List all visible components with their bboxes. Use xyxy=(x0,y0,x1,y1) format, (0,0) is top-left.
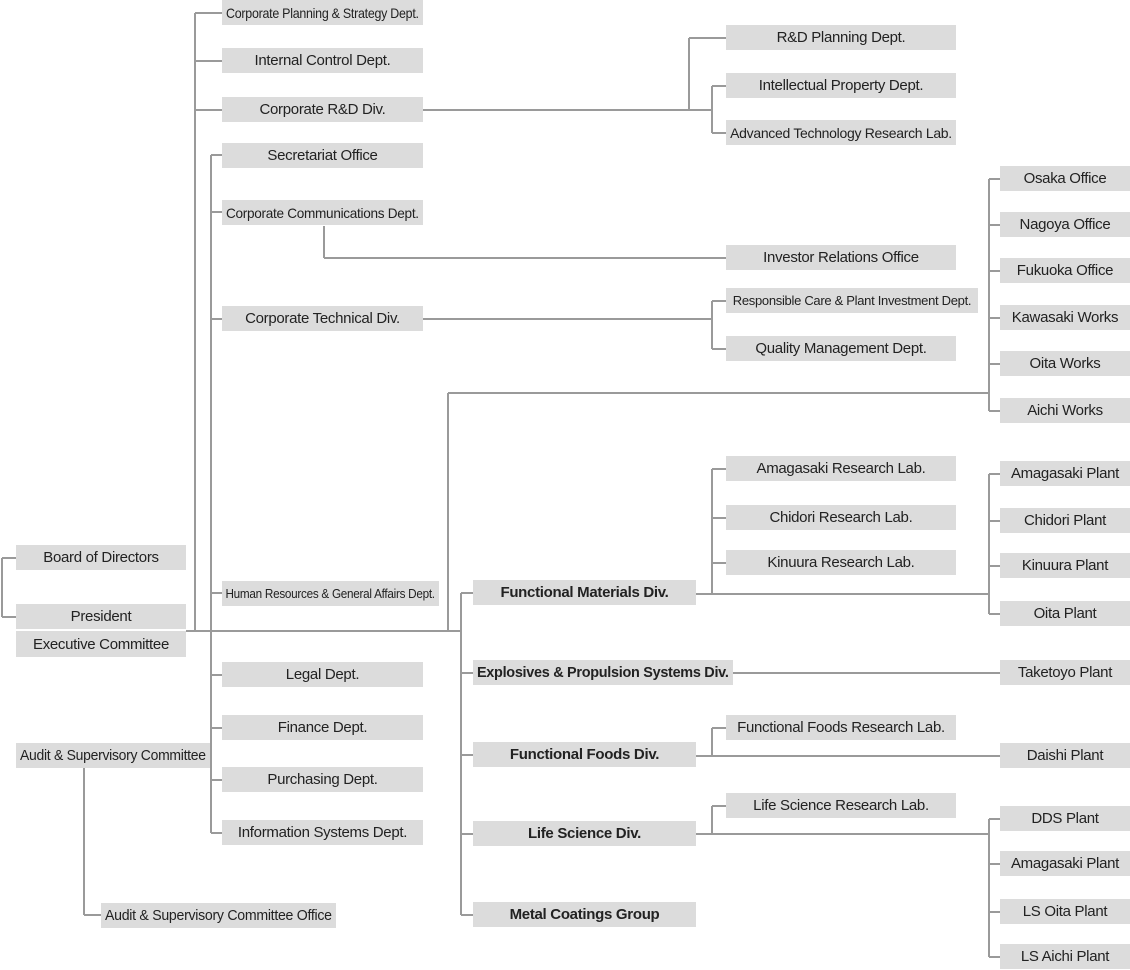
internal-control-label: Internal Control Dept. xyxy=(254,52,391,69)
plant-label: LS Aichi Plant xyxy=(1020,948,1110,965)
office-label: Osaka Office xyxy=(1023,170,1107,187)
daishi-plant-label: Daishi Plant xyxy=(1026,747,1104,764)
human-resources-label: Human Resources & General Affairs Dept. xyxy=(225,586,436,601)
explosives-div-label: Explosives & Propulsion Systems Div. xyxy=(477,664,729,681)
functional-foods-lab-label: Functional Foods Research Lab. xyxy=(737,719,945,736)
life-science-div-label: Life Science Div. xyxy=(527,825,641,842)
functional-foods-lab-box: Functional Foods Research Lab. xyxy=(726,715,956,740)
daishi-plant-box: Daishi Plant xyxy=(1000,743,1130,768)
plant-box: LS Oita Plant xyxy=(1000,899,1130,924)
rnd-planning-label: R&D Planning Dept. xyxy=(776,29,906,46)
plant-box: DDS Plant xyxy=(1000,806,1130,831)
office-box: Nagoya Office xyxy=(1000,212,1130,237)
plant-label: Amagasaki Plant xyxy=(1010,855,1120,872)
audit-committee-label: Audit & Supervisory Committee xyxy=(20,747,206,764)
corporate-technical-div-label: Corporate Technical Div. xyxy=(245,310,400,327)
human-resources-box: Human Resources & General Affairs Dept. xyxy=(222,581,439,606)
advanced-technology-lab-label: Advanced Technology Research Lab. xyxy=(730,124,952,141)
research-lab-box: Kinuura Research Lab. xyxy=(726,550,956,575)
explosives-div-box: Explosives & Propulsion Systems Div. xyxy=(473,660,733,685)
office-box: Osaka Office xyxy=(1000,166,1130,191)
audit-office-box: Audit & Supervisory Committee Office xyxy=(101,903,336,928)
plant-box: Amagasaki Plant xyxy=(1000,461,1130,486)
functional-materials-div-label: Functional Materials Div. xyxy=(500,584,669,601)
investor-relations-label: Investor Relations Office xyxy=(763,249,919,266)
information-systems-box: Information Systems Dept. xyxy=(222,820,423,845)
investor-relations-box: Investor Relations Office xyxy=(726,245,956,270)
functional-foods-div-label: Functional Foods Div. xyxy=(509,746,660,763)
research-lab-label: Amagasaki Research Lab. xyxy=(756,460,926,477)
works-label: Oita Works xyxy=(1029,355,1101,372)
purchasing-dept-box: Purchasing Dept. xyxy=(222,767,423,792)
quality-management-box: Quality Management Dept. xyxy=(726,336,956,361)
corporate-communications-label: Corporate Communications Dept. xyxy=(226,204,419,221)
life-science-div-box: Life Science Div. xyxy=(473,821,696,846)
functional-materials-div-box: Functional Materials Div. xyxy=(473,580,696,605)
corporate-rnd-div-label: Corporate R&D Div. xyxy=(259,101,386,118)
corporate-communications-box: Corporate Communications Dept. xyxy=(222,200,423,225)
plant-box: Amagasaki Plant xyxy=(1000,851,1130,876)
internal-control-box: Internal Control Dept. xyxy=(222,48,423,73)
intellectual-property-box: Intellectual Property Dept. xyxy=(726,73,956,98)
works-box: Oita Works xyxy=(1000,351,1130,376)
finance-dept-box: Finance Dept. xyxy=(222,715,423,740)
office-box: Fukuoka Office xyxy=(1000,258,1130,283)
plant-label: Amagasaki Plant xyxy=(1010,465,1120,482)
taketoyo-plant-box: Taketoyo Plant xyxy=(1000,660,1130,685)
information-systems-label: Information Systems Dept. xyxy=(237,824,408,841)
life-science-lab-label: Life Science Research Lab. xyxy=(753,797,929,814)
plant-box: LS Aichi Plant xyxy=(1000,944,1130,969)
legal-dept-label: Legal Dept. xyxy=(285,666,360,683)
quality-management-label: Quality Management Dept. xyxy=(755,340,927,357)
responsible-care-label: Responsible Care & Plant Investment Dept… xyxy=(732,293,972,308)
plant-box: Chidori Plant xyxy=(1000,508,1130,533)
rnd-planning-box: R&D Planning Dept. xyxy=(726,25,956,50)
purchasing-dept-label: Purchasing Dept. xyxy=(267,771,378,788)
audit-office-label: Audit & Supervisory Committee Office xyxy=(105,907,332,924)
plant-box: Kinuura Plant xyxy=(1000,553,1130,578)
board-of-directors-box: Board of Directors xyxy=(16,545,186,570)
president-label: President xyxy=(70,608,132,625)
plant-label: Chidori Plant xyxy=(1024,512,1106,529)
works-label: Kawasaki Works xyxy=(1011,309,1119,326)
works-label: Aichi Works xyxy=(1027,402,1103,419)
taketoyo-plant-label: Taketoyo Plant xyxy=(1017,664,1113,681)
plant-box: Oita Plant xyxy=(1000,601,1130,626)
audit-committee-box: Audit & Supervisory Committee xyxy=(16,743,210,768)
research-lab-label: Kinuura Research Lab. xyxy=(767,554,915,571)
intellectual-property-label: Intellectual Property Dept. xyxy=(758,77,924,94)
finance-dept-label: Finance Dept. xyxy=(277,719,368,736)
research-lab-box: Chidori Research Lab. xyxy=(726,505,956,530)
corporate-technical-div-box: Corporate Technical Div. xyxy=(222,306,423,331)
works-box: Kawasaki Works xyxy=(1000,305,1130,330)
corporate-rnd-div-box: Corporate R&D Div. xyxy=(222,97,423,122)
corporate-planning-label: Corporate Planning & Strategy Dept. xyxy=(226,4,419,21)
functional-foods-div-box: Functional Foods Div. xyxy=(473,742,696,767)
executive-committee-label: Executive Committee xyxy=(32,635,170,653)
advanced-technology-lab-box: Advanced Technology Research Lab. xyxy=(726,120,956,145)
life-science-lab-box: Life Science Research Lab. xyxy=(726,793,956,818)
president-box: President xyxy=(16,604,186,629)
metal-coatings-group-box: Metal Coatings Group xyxy=(473,902,696,927)
board-label: Board of Directors xyxy=(43,549,159,566)
secretariat-office-box: Secretariat Office xyxy=(222,143,423,168)
office-label: Nagoya Office xyxy=(1019,216,1111,233)
plant-label: Kinuura Plant xyxy=(1021,557,1109,574)
office-label: Fukuoka Office xyxy=(1016,262,1114,279)
research-lab-label: Chidori Research Lab. xyxy=(769,509,913,526)
plant-label: LS Oita Plant xyxy=(1022,903,1108,920)
corporate-planning-box: Corporate Planning & Strategy Dept. xyxy=(222,0,423,25)
research-lab-box: Amagasaki Research Lab. xyxy=(726,456,956,481)
plant-label: DDS Plant xyxy=(1031,810,1099,827)
plant-label: Oita Plant xyxy=(1033,605,1097,622)
works-box: Aichi Works xyxy=(1000,398,1130,423)
secretariat-office-label: Secretariat Office xyxy=(267,147,378,164)
legal-dept-box: Legal Dept. xyxy=(222,662,423,687)
executive-committee-box: Executive Committee xyxy=(16,631,186,657)
responsible-care-box: Responsible Care & Plant Investment Dept… xyxy=(726,288,978,313)
metal-coatings-group-label: Metal Coatings Group xyxy=(509,906,660,923)
